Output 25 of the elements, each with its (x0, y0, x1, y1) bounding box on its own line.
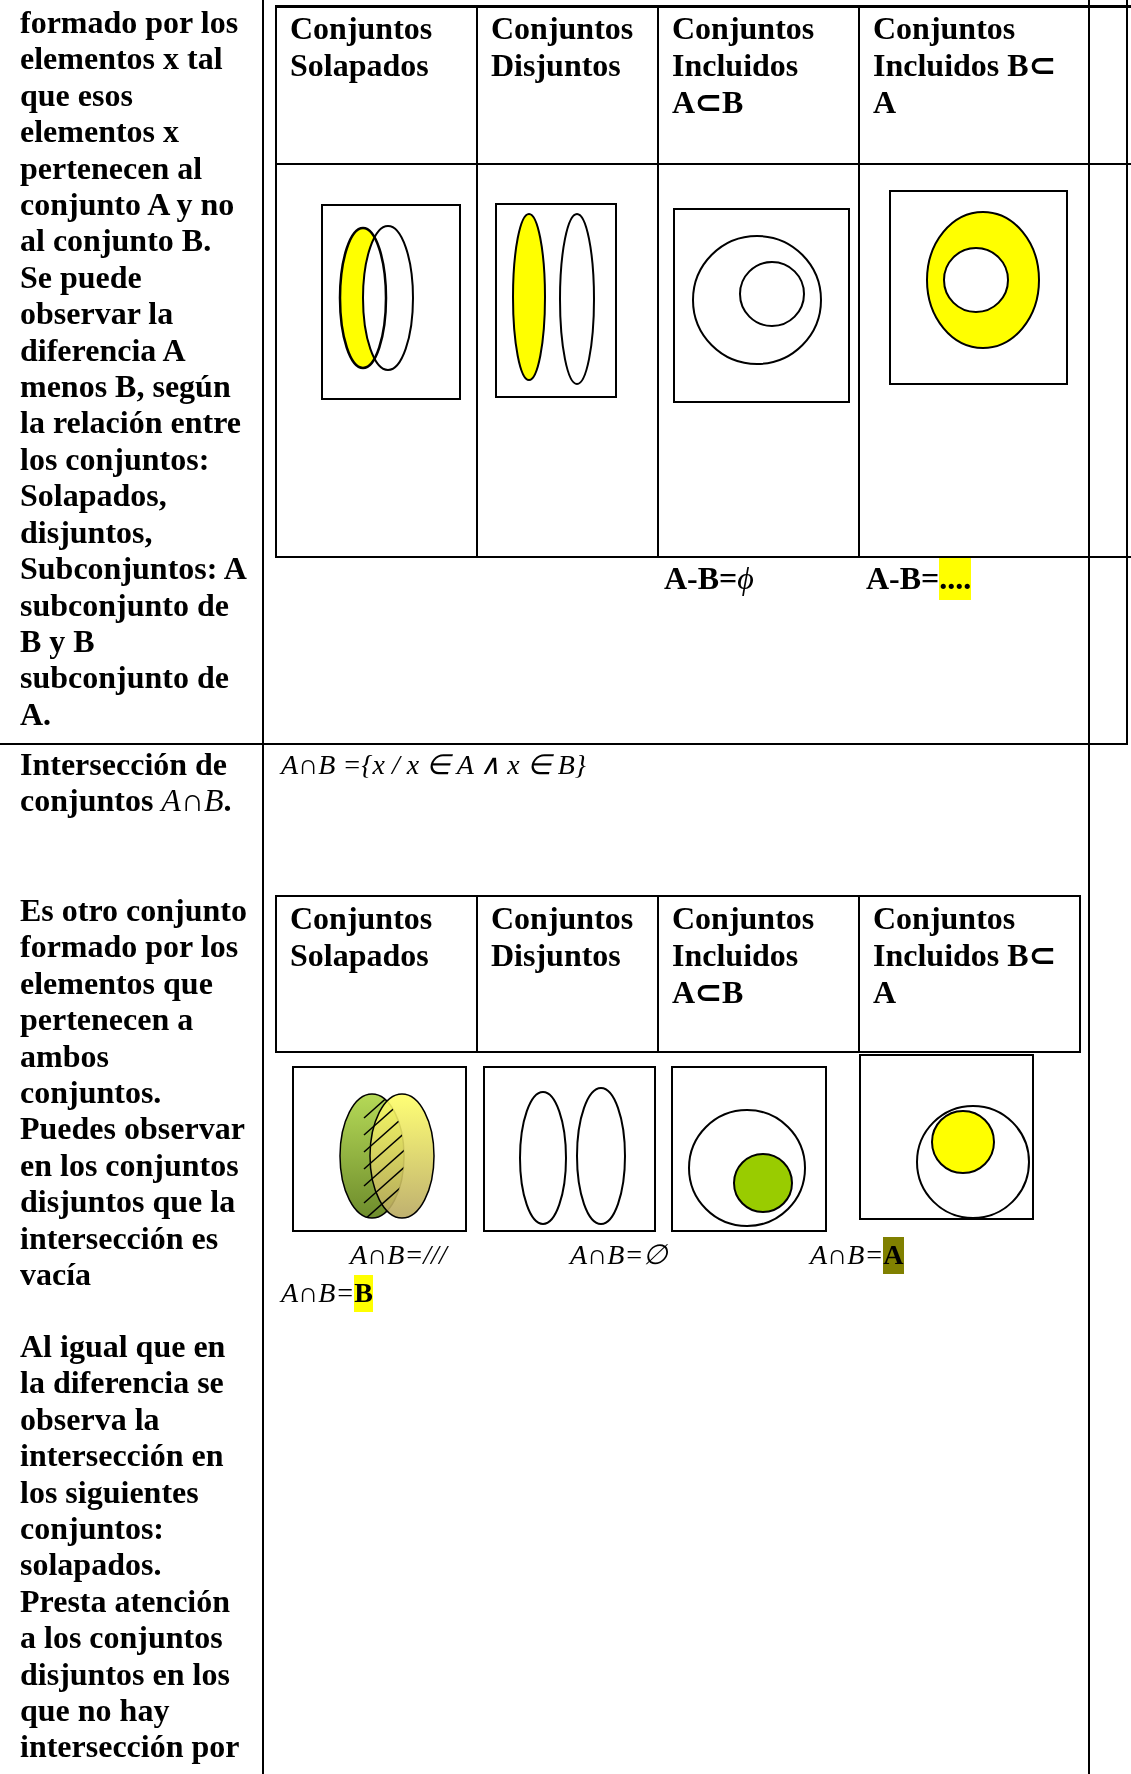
paragraph: formado por los elementos x tal que esos elementos x pertenecen al conjunto A y no al conjunto B. Se puede observar la diferencia A menos B, según la relación entre los conjuntos: Solapados, disjuntos, Subconjuntos: A subconjunto de B y B subconjunto de A. (20, 4, 247, 733)
paragraph: Al igual que en la diferencia se observa la intersección en los siguientes conjuntos: solapados. Presta atención a los conjuntos disjuntos en los que no hay intersección por (20, 1328, 241, 1765)
venn-diagram-drawing (859, 1054, 1034, 1220)
venn-diagram-drawing (673, 208, 850, 403)
paragraph: Es otro conjunto formado por los elementos que pertenecen a ambos conjuntos. Puedes observar en los conjuntos disjuntos que la intersección es vacía (20, 892, 248, 1293)
venn-diagram-drawing (495, 203, 617, 398)
paragraph: Intersección de conjuntos A∩B. (20, 746, 233, 819)
formula: A∩B=/// (350, 1238, 447, 1272)
venn-diagram-drawing (292, 1066, 467, 1232)
column-heading: Conjuntos Incluidos A⊂B (658, 6, 859, 164)
formula: A∩B ={x / x ∈ A ∧ x ∈ B} (281, 748, 586, 782)
column-heading: Conjuntos Disjuntos (477, 896, 658, 1052)
column-heading: Conjuntos Incluidos B⊂ A (859, 6, 1089, 164)
venn-diagram-drawing (483, 1066, 656, 1232)
venn-diagram-drawing (671, 1066, 827, 1232)
formula: A-B=.... (866, 560, 972, 597)
column-heading: Conjuntos Solapados (276, 896, 477, 1052)
formula: A-B=ϕ (664, 560, 754, 597)
column-heading: Conjuntos Disjuntos (477, 6, 658, 164)
formula: A∩B=∅ (570, 1238, 668, 1272)
column-heading: Conjuntos Incluidos B⊂ A (859, 896, 1079, 1052)
venn-diagram-drawing (889, 190, 1068, 385)
column-heading: Conjuntos Incluidos A⊂B (658, 896, 859, 1052)
column-heading: Conjuntos Solapados (276, 6, 477, 164)
venn-diagram-drawing (321, 204, 461, 400)
